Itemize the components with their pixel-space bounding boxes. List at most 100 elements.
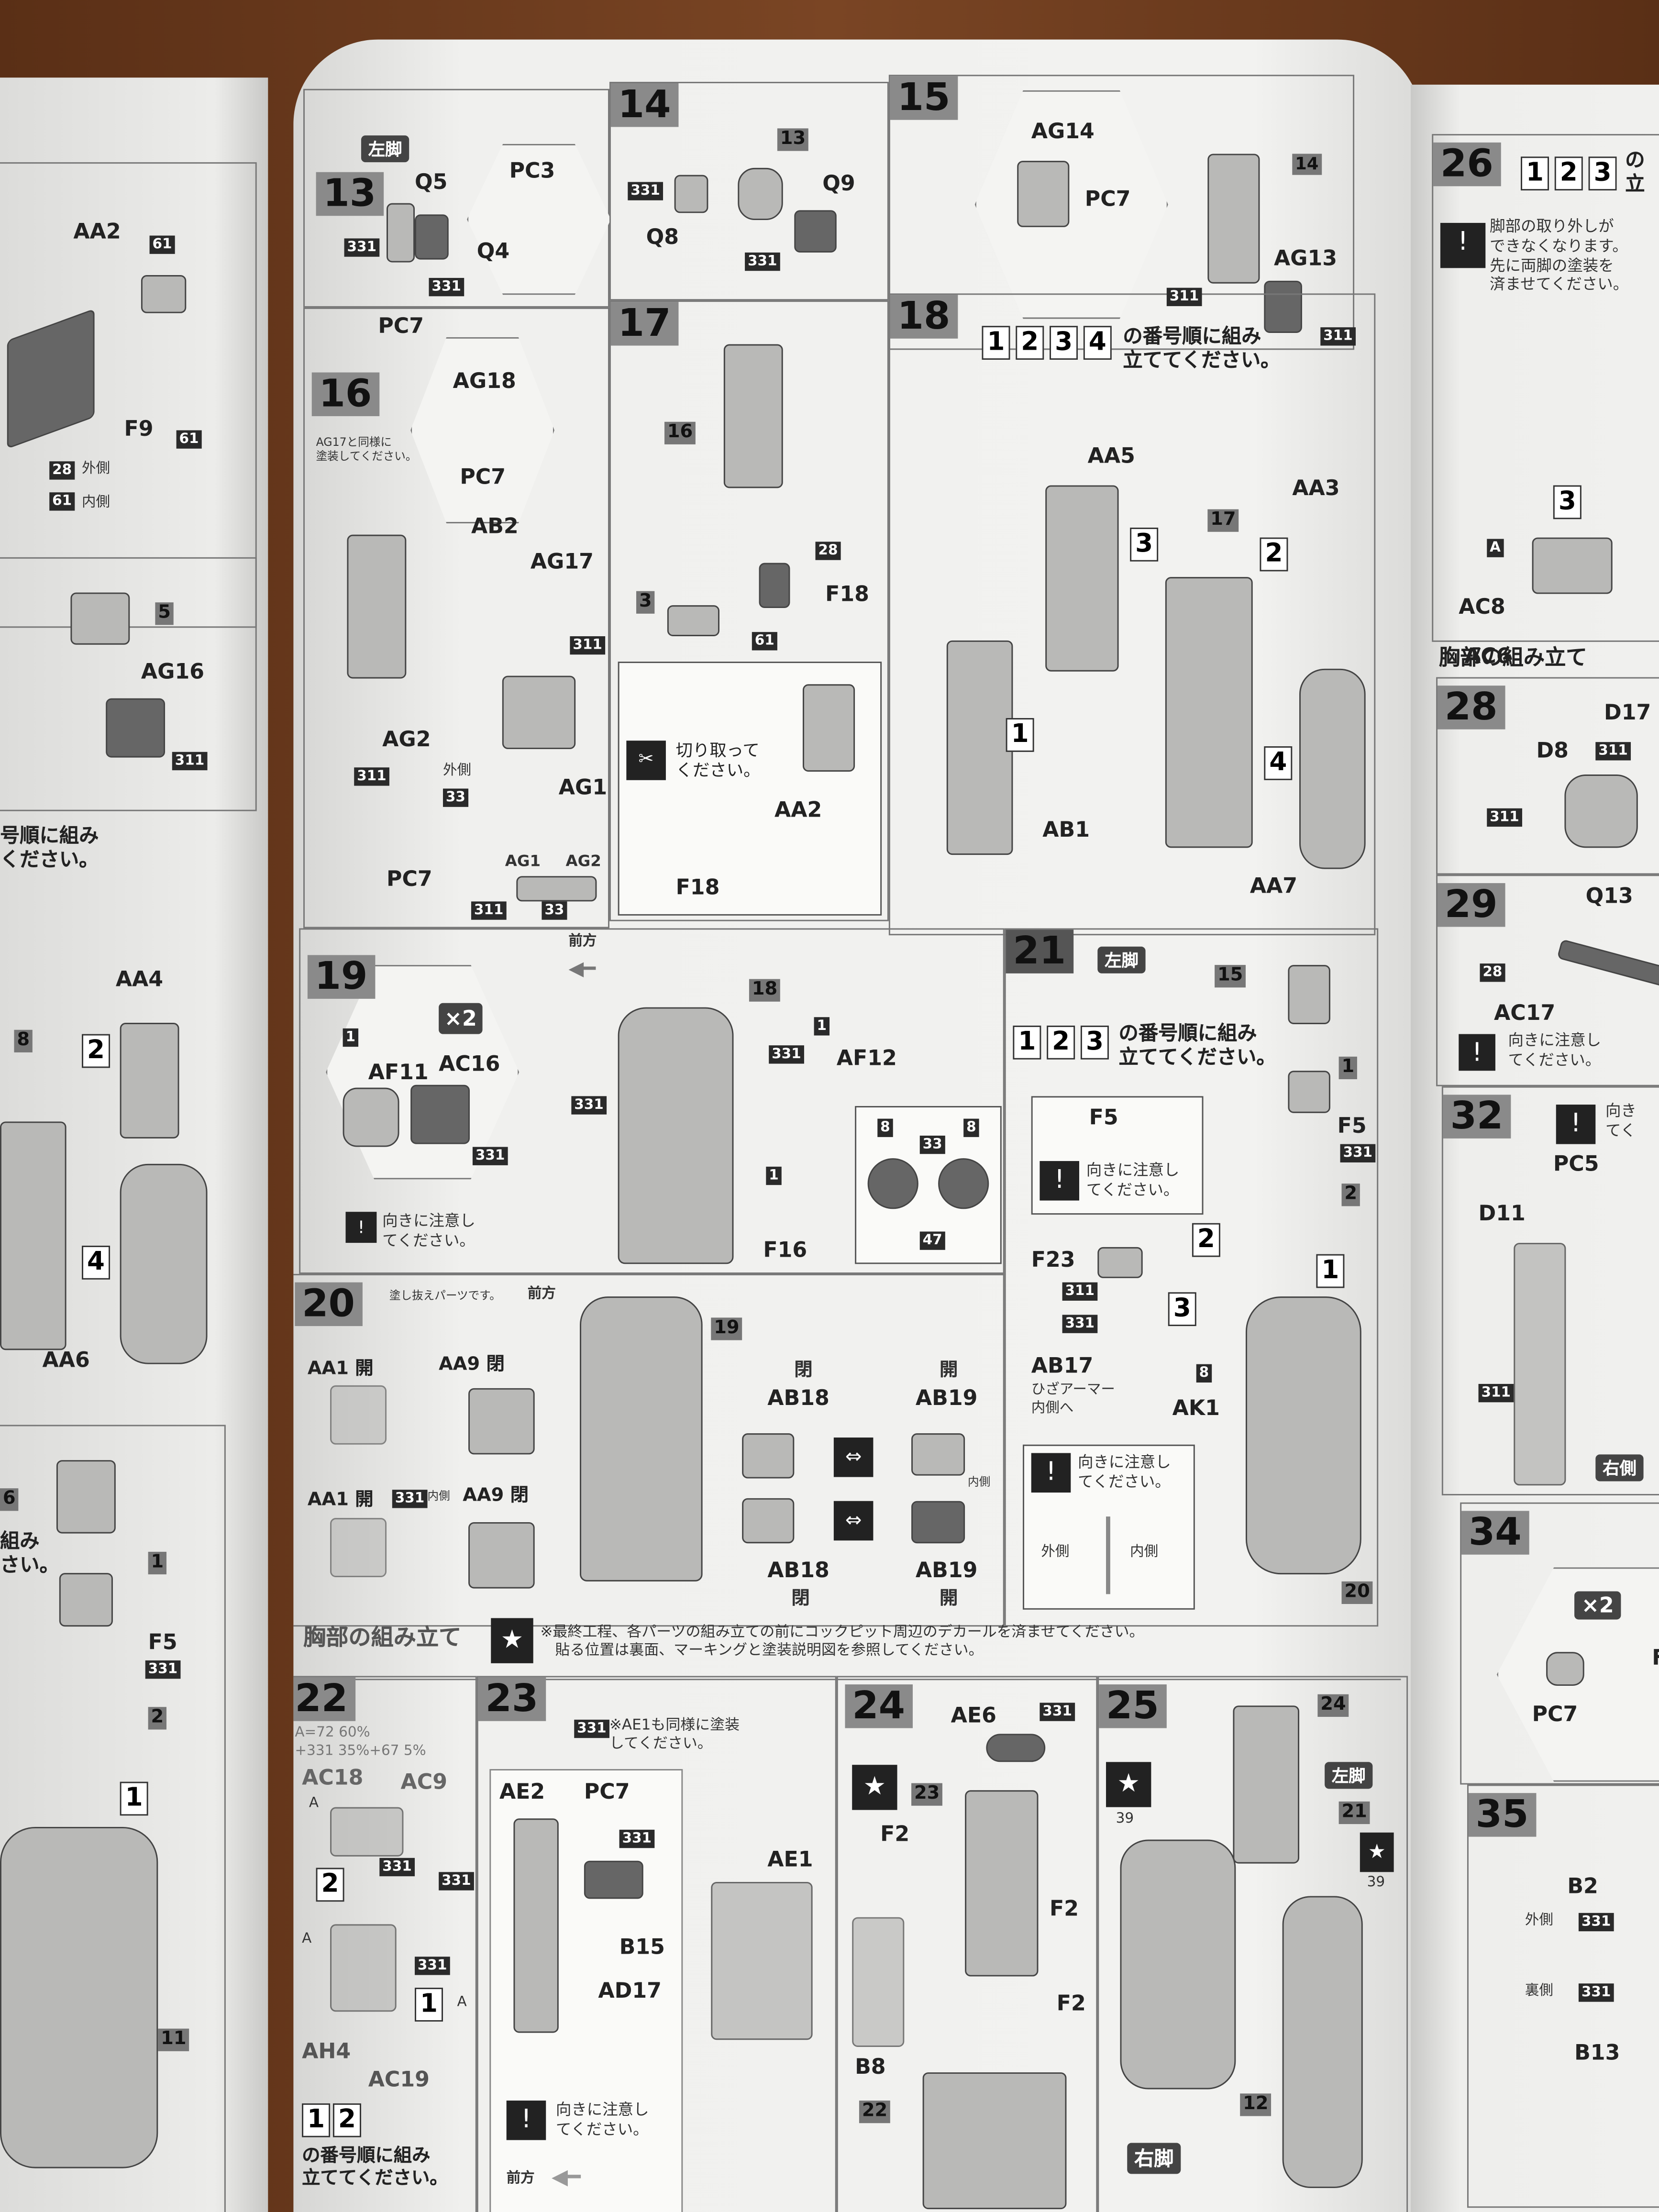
part-drawing xyxy=(1245,1296,1361,1575)
part-label: AC8 xyxy=(1459,594,1505,619)
step-ref: 24 xyxy=(1317,1694,1349,1717)
paint-number: 331 xyxy=(1578,1983,1614,2002)
inner-label: 内側 xyxy=(968,1475,991,1489)
part-label: AG2 xyxy=(382,726,431,752)
step-number: 17 xyxy=(610,302,678,346)
chest-section-header: 胸部の組み立て ★ ※最終工程、各パーツの組み立ての前にコックピット周辺のデカー… xyxy=(293,1598,1401,1681)
part-label: PC7 xyxy=(584,1779,630,1804)
section-title: 胸部の組み立て xyxy=(303,1624,462,1651)
part-drawing xyxy=(1106,1516,1110,1594)
part-drawing xyxy=(723,344,783,488)
part-label: PC5 xyxy=(1553,1151,1599,1177)
paint-number: 8 xyxy=(1196,1364,1212,1383)
step-16-panel: 16 AG17と同様に 塗装してください。 AG18 PC7 AB2 AG17 … xyxy=(303,307,609,929)
side-label: 内側 xyxy=(1130,1545,1159,1560)
part-drawing xyxy=(1264,280,1302,333)
paint-number: 311 xyxy=(1320,327,1356,346)
front-arrow-icon: ◀━ xyxy=(552,2164,581,2190)
part-drawing xyxy=(106,698,166,758)
swap-arrows-icon: ⇔ xyxy=(833,1501,874,1541)
part-label: AC17 xyxy=(1493,1000,1556,1026)
step-ref: 18 xyxy=(749,979,781,1002)
paint-number: 311 xyxy=(354,767,389,786)
order-instruction: 号順に組み ください。 xyxy=(0,825,99,872)
star-icon: ★ xyxy=(491,1618,533,1663)
part-label: AB19 xyxy=(915,1557,978,1583)
section-title: 胸部の組み立て xyxy=(1438,644,1587,670)
part-label: AG18 xyxy=(453,368,516,394)
step-number: 22 xyxy=(293,1677,355,1721)
order-box: 2 xyxy=(1016,326,1044,360)
part-label: PC3 xyxy=(509,158,555,184)
order-box: 1 xyxy=(1013,1025,1041,1060)
part-label: AG1 xyxy=(505,852,541,871)
step-number: 19 xyxy=(307,955,375,999)
step-18-panel: 18 1 2 3 4 の番号順に組み 立ててください。 AA5 AA3 17 3… xyxy=(888,293,1376,936)
paint-number: 331 xyxy=(1062,1315,1097,1333)
step-ref: 1 xyxy=(1338,1056,1358,1080)
right-page: 26 1 2 3 の 立 ! 脚部の取り外しが できなくなります。 先に両脚の塗… xyxy=(1411,84,1659,2212)
part-drawing xyxy=(1097,1247,1143,1278)
step-ref: 5 xyxy=(155,602,174,626)
caution-text: 向き てく xyxy=(1605,1102,1637,1140)
step-ref: 11 xyxy=(158,2028,189,2052)
part-drawing xyxy=(794,210,837,253)
step-29-panel: 29 Q13 28 AC17 ! 向きに注意し てください。 xyxy=(1436,874,1659,1086)
order-instruction: の番号順に組み 立ててください。 xyxy=(302,2146,448,2189)
step-19-panel: 19 前方 ◀━ 1 AF11 ×2 AC16 331 ! 向きに注意し てくだ… xyxy=(299,928,1005,1274)
order-instruction: の番号順に組み 立ててください。 xyxy=(1118,1023,1276,1069)
part-label: AA9 閉 xyxy=(463,1485,529,1507)
part-label: AA2 xyxy=(73,219,121,244)
caution-icon: ! xyxy=(1040,1161,1079,1201)
step-ref: 22 xyxy=(859,2101,891,2124)
part-label: AA7 xyxy=(1250,873,1298,899)
part-drawing xyxy=(580,1296,703,1582)
part-drawing xyxy=(618,1007,734,1264)
part-label: AE6 xyxy=(951,1703,996,1728)
part-drawing xyxy=(1288,1071,1330,1113)
part-label: AA6 xyxy=(42,1347,90,1373)
order-box: 1 xyxy=(982,326,1010,360)
order-box: 2 xyxy=(82,1034,111,1068)
part-label: AA2 xyxy=(774,797,822,823)
part-label: F9 xyxy=(124,416,154,442)
step-ref: 8 xyxy=(14,1029,33,1053)
paint-number: 331 xyxy=(571,1096,607,1115)
side-label: 内側 xyxy=(82,495,111,511)
step-ref: 6 xyxy=(0,1488,19,1512)
step-number: 20 xyxy=(295,1282,362,1327)
right-leg-tag: 右脚 xyxy=(1127,2143,1181,2174)
step-number: 35 xyxy=(1468,1793,1536,1837)
part-label: AC19 xyxy=(368,2067,430,2092)
part-drawing xyxy=(667,605,719,636)
part-drawing xyxy=(330,1385,387,1445)
part-label: F2 xyxy=(1056,1991,1086,2016)
part-label: AB17 xyxy=(1031,1353,1094,1379)
part-label: AK1 xyxy=(1172,1395,1220,1421)
step-number: 16 xyxy=(311,372,379,416)
part-label: F23 xyxy=(1031,1247,1075,1272)
paint-number: 311 xyxy=(1166,288,1202,306)
step-13-panel: 13 左脚 Q5 PC3 Q4 PC7 331 331 xyxy=(303,88,611,339)
step-number: 24 xyxy=(845,1684,912,1728)
part-drawing xyxy=(330,1518,387,1577)
paint-number: 8 xyxy=(963,1118,979,1137)
part-drawing xyxy=(1557,939,1659,988)
paint-number: 331 xyxy=(439,1872,474,1891)
part-drawing xyxy=(415,214,449,260)
part-drawing xyxy=(938,1158,989,1209)
part-label: Q9 xyxy=(822,170,855,196)
order-box: 2 xyxy=(1554,156,1583,191)
paint-number: 331 xyxy=(429,277,464,297)
step-number: 26 xyxy=(1433,142,1501,187)
paint-number: 331 xyxy=(344,238,379,257)
detail-box: F5 ! 向きに注意し てください。 xyxy=(1031,1096,1204,1215)
part-label: B15 xyxy=(619,1934,665,1960)
order-instruction: の 立 xyxy=(1625,149,1645,196)
step-number: 18 xyxy=(890,295,958,339)
part-label: AD17 xyxy=(598,1978,662,2003)
caution-text: 向きに注意し てください。 xyxy=(555,2101,649,2138)
step-ref: 13 xyxy=(777,128,809,152)
paint-number: 331 xyxy=(619,1829,654,1848)
order-box: 2 xyxy=(1192,1223,1220,1257)
